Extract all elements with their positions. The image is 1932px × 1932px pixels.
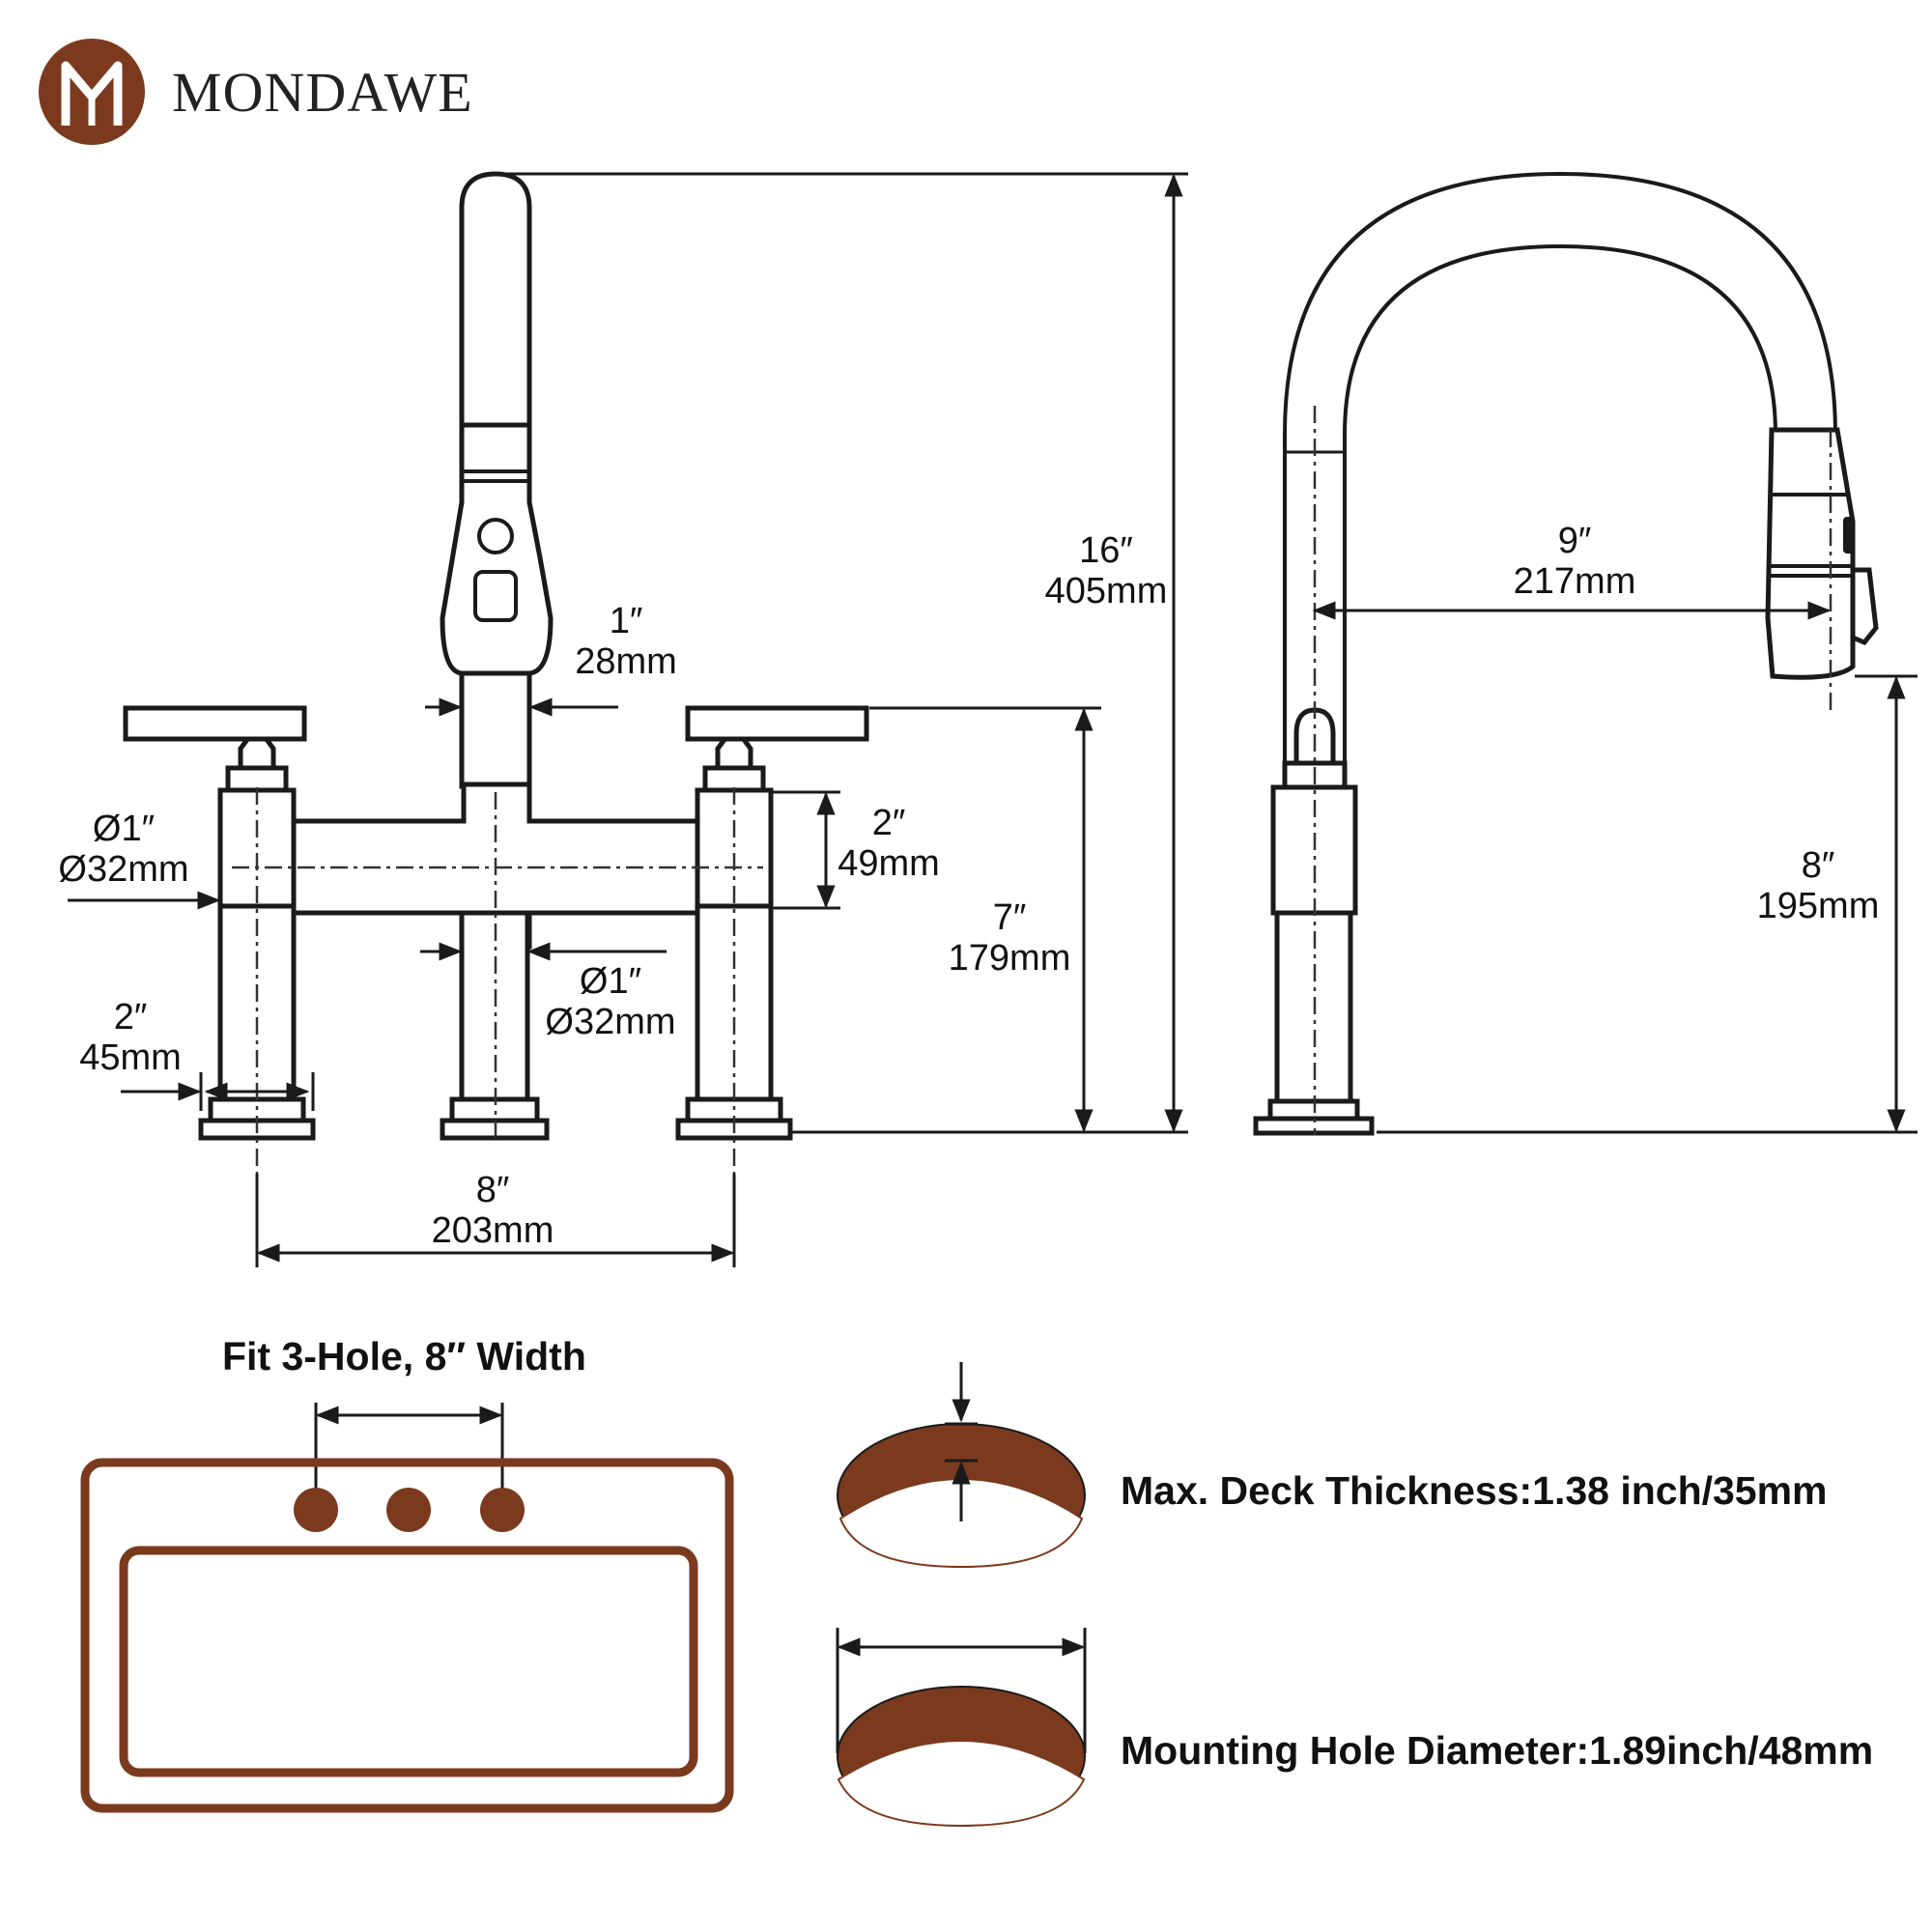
dim-handle-mm: 179mm	[949, 938, 1071, 979]
fit-title: Fit 3-Hole, 8″ Width	[222, 1334, 586, 1378]
dim-bridge-mm: 49mm	[838, 843, 940, 884]
dim-handle-in: 7″	[993, 897, 1027, 938]
sink-outer	[80, 1458, 734, 1813]
front-view-faucet	[123, 171, 869, 1174]
deck-thickness-diagram: Max. Deck Thickness:1.38 inch/35mm	[837, 1362, 1828, 1569]
brand-name: MONDAWE	[172, 61, 473, 124]
side-view-faucet	[1253, 171, 1879, 1136]
mount-hole-center	[386, 1488, 431, 1532]
dim-height-mm: 405mm	[1045, 571, 1168, 611]
deck-thickness-label: Max. Deck Thickness:1.38 inch/35mm	[1121, 1468, 1828, 1513]
dim-post-dia-mm: Ø32mm	[545, 1002, 675, 1042]
dim-reach-in: 9″	[1558, 521, 1592, 561]
mount-hole-right	[480, 1488, 525, 1532]
mounting-hole-diagram: Mounting Hole Diameter:1.89inch/48mm	[836, 1628, 1873, 1828]
dim-base-in: 2″	[114, 997, 148, 1037]
dim-valve-dia-in: Ø1″	[93, 809, 155, 849]
dim-spread-in: 8″	[476, 1170, 510, 1210]
dim-spread-mm: 203mm	[432, 1210, 554, 1251]
dim-post-dia-in: Ø1″	[580, 961, 641, 1002]
dim-spout-in: 1″	[610, 601, 643, 641]
dim-spout-mm: 28mm	[575, 641, 677, 682]
dim-clearance-mm: 195mm	[1757, 886, 1880, 926]
brand-logo: MONDAWE	[39, 39, 473, 145]
dim-valve-dia-mm: Ø32mm	[58, 849, 188, 890]
dim-reach-mm: 217mm	[1514, 561, 1636, 602]
front-dimensions: 16″ 405mm 1″ 28mm 2″ 49mm Ø1″ Ø32mm Ø1″ …	[58, 172, 1188, 1267]
side-dimensions: 9″ 217mm 8″ 195mm	[1312, 521, 1918, 1134]
dim-height-in: 16″	[1079, 530, 1133, 571]
dim-bridge-in: 2″	[872, 803, 906, 843]
sink-diagram: Fit 3-Hole, 8″ Width	[80, 1334, 734, 1813]
dim-clearance-in: 8″	[1802, 845, 1835, 886]
dim-base-mm: 45mm	[79, 1037, 182, 1078]
mount-hole-left	[294, 1488, 338, 1532]
sink-basin	[119, 1546, 698, 1777]
mounting-hole-label: Mounting Hole Diameter:1.89inch/48mm	[1121, 1728, 1873, 1773]
